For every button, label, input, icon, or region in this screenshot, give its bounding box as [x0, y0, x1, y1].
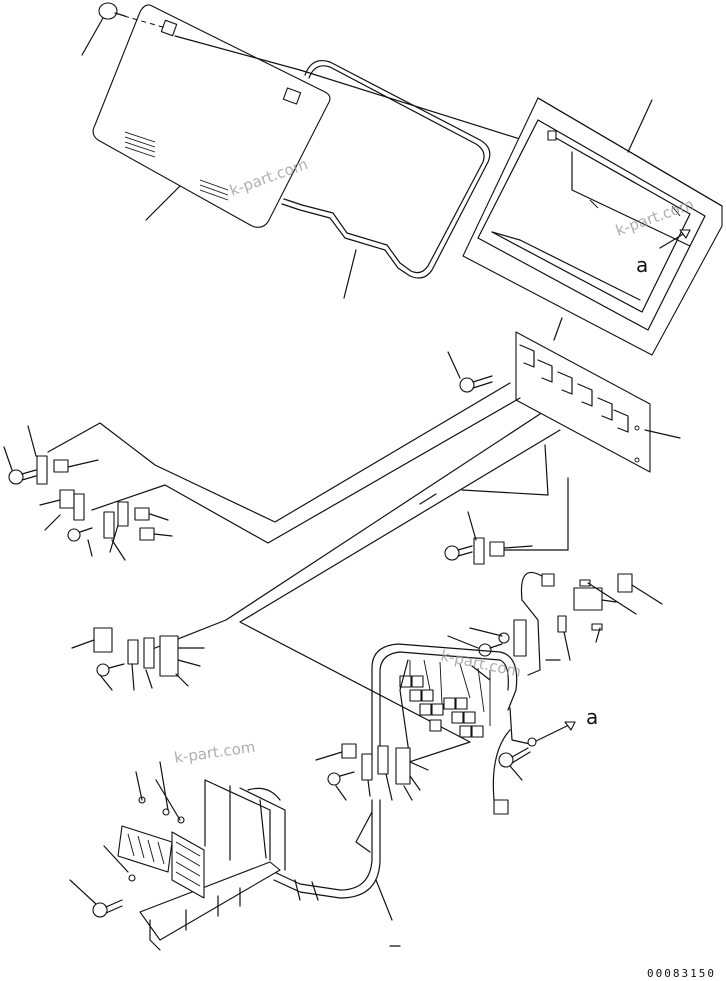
leader-bracket-top — [553, 317, 563, 341]
terminal-block-left — [117, 825, 173, 873]
leader-gasket-to-box — [299, 69, 556, 151]
connector-group-5 — [315, 743, 429, 801]
cap-plug — [492, 729, 511, 815]
connector-group-3 — [71, 627, 205, 691]
main-harness — [371, 643, 531, 761]
seal-gasket — [281, 59, 491, 279]
drawing-code: 00083150 — [647, 967, 716, 980]
screw-leader-dashed — [123, 15, 167, 29]
box-latch — [547, 130, 557, 141]
controller-box — [462, 97, 723, 356]
relay-cluster — [513, 572, 663, 676]
leader-cover-plate — [145, 185, 181, 221]
fuse-box-bolt — [69, 879, 123, 918]
connector-plug — [53, 459, 69, 473]
connector-group-4 — [444, 511, 533, 565]
ground-bolt-2 — [498, 737, 537, 781]
leader-fuse-screws — [135, 761, 181, 821]
cover-latch — [282, 87, 302, 105]
terminal-block-right — [171, 831, 205, 899]
ref-label-a-top: a — [636, 253, 648, 277]
ground-bolt-1 — [447, 627, 510, 657]
connector-group-2 — [39, 489, 173, 561]
connector-group-1 — [3, 425, 99, 485]
cover-screw — [98, 2, 126, 20]
leader-clip-to-gasket — [174, 35, 301, 71]
leader-box — [627, 99, 653, 153]
arrow-head-bottom — [564, 721, 576, 731]
fuse-box-assembly — [117, 779, 286, 951]
fuse-box-screw — [103, 845, 136, 882]
leader-harness-bottom — [375, 879, 393, 921]
arrow-head-top — [679, 229, 691, 239]
leader-gasket — [343, 249, 357, 299]
cover-clip — [160, 19, 178, 37]
cover-plate — [92, 4, 331, 228]
ref-label-a-bottom: a — [586, 705, 598, 729]
bracket-bolt — [459, 375, 493, 393]
leader-bracket — [644, 429, 681, 439]
cover-vent-slots — [124, 131, 229, 201]
lower-harness — [269, 799, 381, 901]
connector-clip — [36, 455, 48, 485]
watermark-4: k-part.com — [173, 738, 256, 767]
mounting-bracket — [515, 331, 651, 473]
leader-cover-screw — [81, 17, 104, 56]
leader-bracket-bolt — [447, 351, 461, 379]
